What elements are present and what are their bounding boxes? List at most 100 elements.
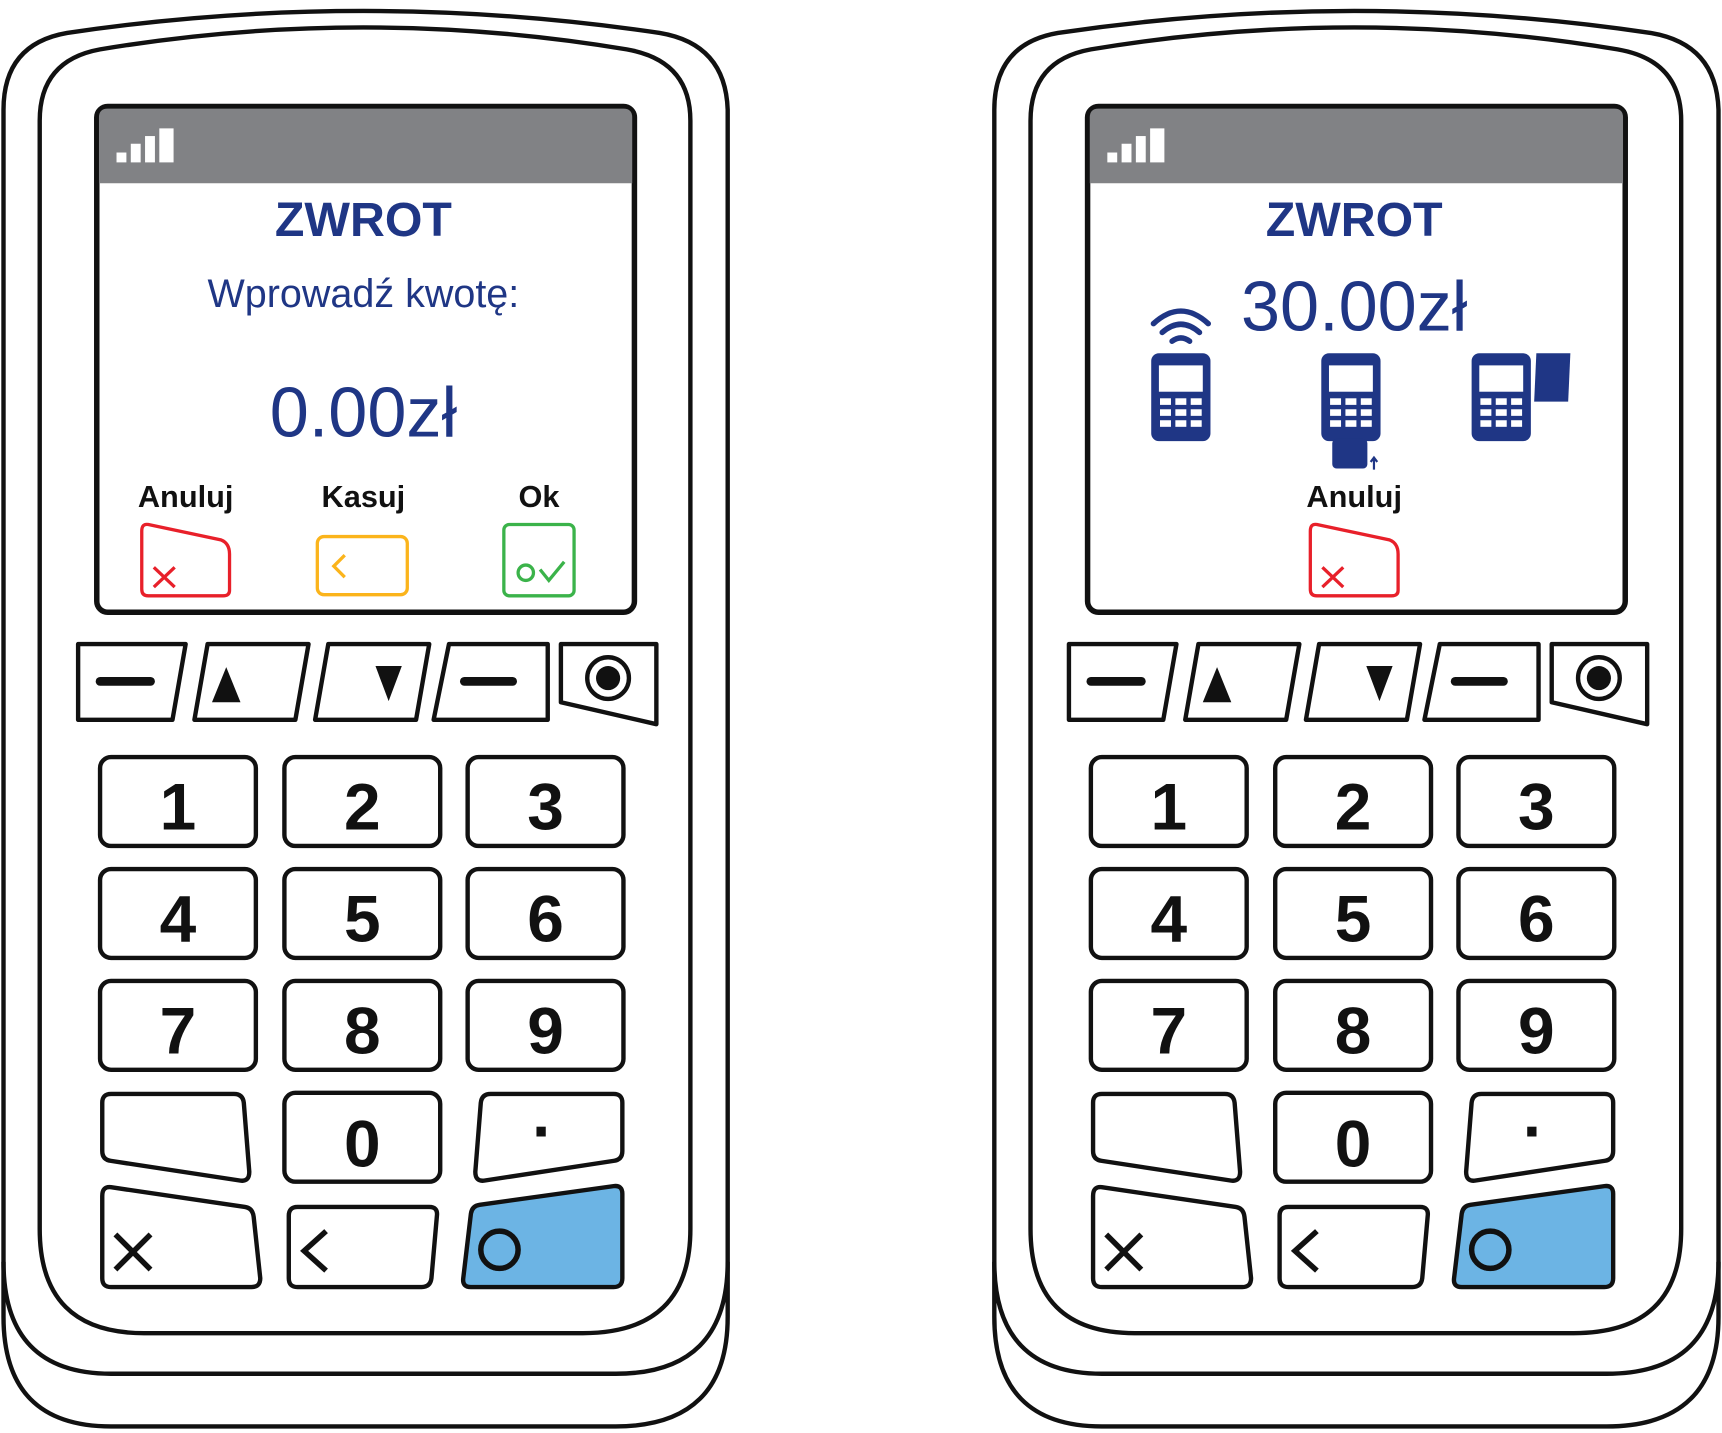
key-0[interactable]: [1273, 1090, 1434, 1184]
key-6[interactable]: [1456, 866, 1617, 961]
key-0-label: 0: [344, 1106, 381, 1180]
card-icon: [1332, 438, 1368, 469]
cancel-key[interactable]: [1090, 1184, 1254, 1290]
terminal-key: [1159, 409, 1171, 416]
dot-key[interactable]: [473, 1091, 625, 1183]
terminal-key: [1159, 398, 1171, 405]
enter-key[interactable]: [460, 1183, 625, 1290]
contactless-icon: [1150, 308, 1212, 344]
arrow-up-icon: [1369, 455, 1379, 470]
key-7[interactable]: [97, 978, 259, 1073]
clear-label: Kasuj: [322, 479, 406, 514]
amount-prompt: Wprowadź kwotę:: [208, 272, 520, 316]
key-7-label: 7: [160, 993, 197, 1067]
terminal-key: [1190, 420, 1202, 427]
key-2[interactable]: [282, 754, 443, 849]
key-3[interactable]: [1456, 754, 1617, 849]
key-5-label: 5: [1335, 881, 1372, 955]
key-1-label: 1: [1150, 770, 1187, 844]
key-9[interactable]: [465, 978, 626, 1073]
key-0-label: 0: [1335, 1106, 1372, 1180]
terminal-key: [1345, 409, 1357, 416]
blank-key[interactable]: [100, 1091, 252, 1183]
key-2[interactable]: [1273, 754, 1434, 849]
key-6-label: 6: [1518, 881, 1555, 955]
blank-key[interactable]: [1090, 1091, 1243, 1183]
arrow-down-icon: [375, 666, 402, 702]
left-screen-content: ZWROT Wprowadź kwotę: 0.00zł Anuluj Kasu…: [138, 193, 576, 598]
enter-circle-icon: [478, 1228, 521, 1272]
arrow-up-icon: [1202, 667, 1232, 703]
payment-method-icons: [1151, 353, 1571, 470]
key-5[interactable]: [282, 866, 443, 961]
signal-bar: [1121, 143, 1132, 163]
up-key[interactable]: [192, 641, 311, 722]
key-4[interactable]: [97, 866, 259, 961]
up-key[interactable]: [1183, 641, 1302, 722]
device-bezel: [37, 25, 693, 1336]
swipe-terminal-icon: [1471, 353, 1571, 442]
terminal-key: [1330, 420, 1342, 427]
enter-key[interactable]: [1451, 1183, 1616, 1290]
key-8-label: 8: [344, 993, 381, 1067]
device-bezel: [1028, 25, 1684, 1336]
key-9-label: 9: [527, 993, 564, 1067]
terminal-key: [1495, 420, 1507, 427]
terminal-key: [1345, 420, 1357, 427]
terminal-key: [1495, 398, 1507, 405]
key-9[interactable]: [1456, 978, 1617, 1073]
key-1[interactable]: [97, 754, 259, 849]
signal-bar: [145, 136, 155, 163]
select-dot-icon: [596, 666, 621, 691]
key-9-label: 9: [1518, 993, 1555, 1067]
key-6[interactable]: [465, 866, 626, 961]
signal-bar: [1107, 152, 1118, 163]
terminal-key: [1330, 398, 1342, 405]
signal-bar: [130, 143, 141, 163]
select-dot-icon: [1586, 666, 1611, 691]
down-key[interactable]: [1303, 641, 1423, 722]
signal-bar: [116, 152, 127, 163]
amount-value: 0.00zł: [270, 373, 458, 452]
key-1[interactable]: [1088, 754, 1249, 849]
screen-title: ZWROT: [1266, 193, 1443, 247]
select-ring-icon: [585, 655, 632, 702]
chevron-left-icon: [1290, 1229, 1319, 1273]
cancel-label: Anuluj: [138, 479, 234, 514]
dot-key[interactable]: [1463, 1091, 1616, 1183]
cancel-x-icon: [1104, 1232, 1144, 1272]
screen-title: ZWROT: [275, 193, 452, 247]
device-body: [992, 8, 1721, 1429]
status-bar: [1089, 108, 1624, 184]
down-key[interactable]: [312, 641, 432, 722]
key-8[interactable]: [1273, 978, 1434, 1073]
key-0[interactable]: [282, 1090, 443, 1184]
key-8[interactable]: [282, 978, 443, 1073]
terminal-display: [1328, 365, 1373, 392]
key-2-label: 2: [1335, 770, 1372, 844]
key-5-label: 5: [344, 881, 381, 955]
right-screen-content: ZWROT 30.00zł Anuluj: [1150, 193, 1571, 598]
terminal-key: [1480, 398, 1492, 405]
terminal-key: [1511, 409, 1523, 416]
key-5[interactable]: [1273, 866, 1434, 961]
ok-label: Ok: [518, 479, 560, 514]
terminal-key: [1175, 398, 1187, 405]
key-4[interactable]: [1088, 866, 1249, 961]
contactless-terminal-icon: [1151, 353, 1211, 442]
terminal-display: [1479, 365, 1524, 392]
dot-key-label: .: [1523, 1077, 1541, 1151]
cancel-x-icon: [113, 1232, 153, 1272]
terminal-key: [1495, 409, 1507, 416]
key-3[interactable]: [465, 754, 626, 849]
cancel-key[interactable]: [100, 1184, 263, 1290]
signal-icon: [1107, 128, 1165, 163]
chevron-left-icon: [300, 1229, 328, 1273]
terminal-key: [1190, 398, 1202, 405]
cancel-key-icon: [1308, 522, 1400, 598]
terminal-key: [1345, 398, 1357, 405]
key-7[interactable]: [1088, 978, 1249, 1073]
device-base-edge: [1, 1261, 730, 1376]
